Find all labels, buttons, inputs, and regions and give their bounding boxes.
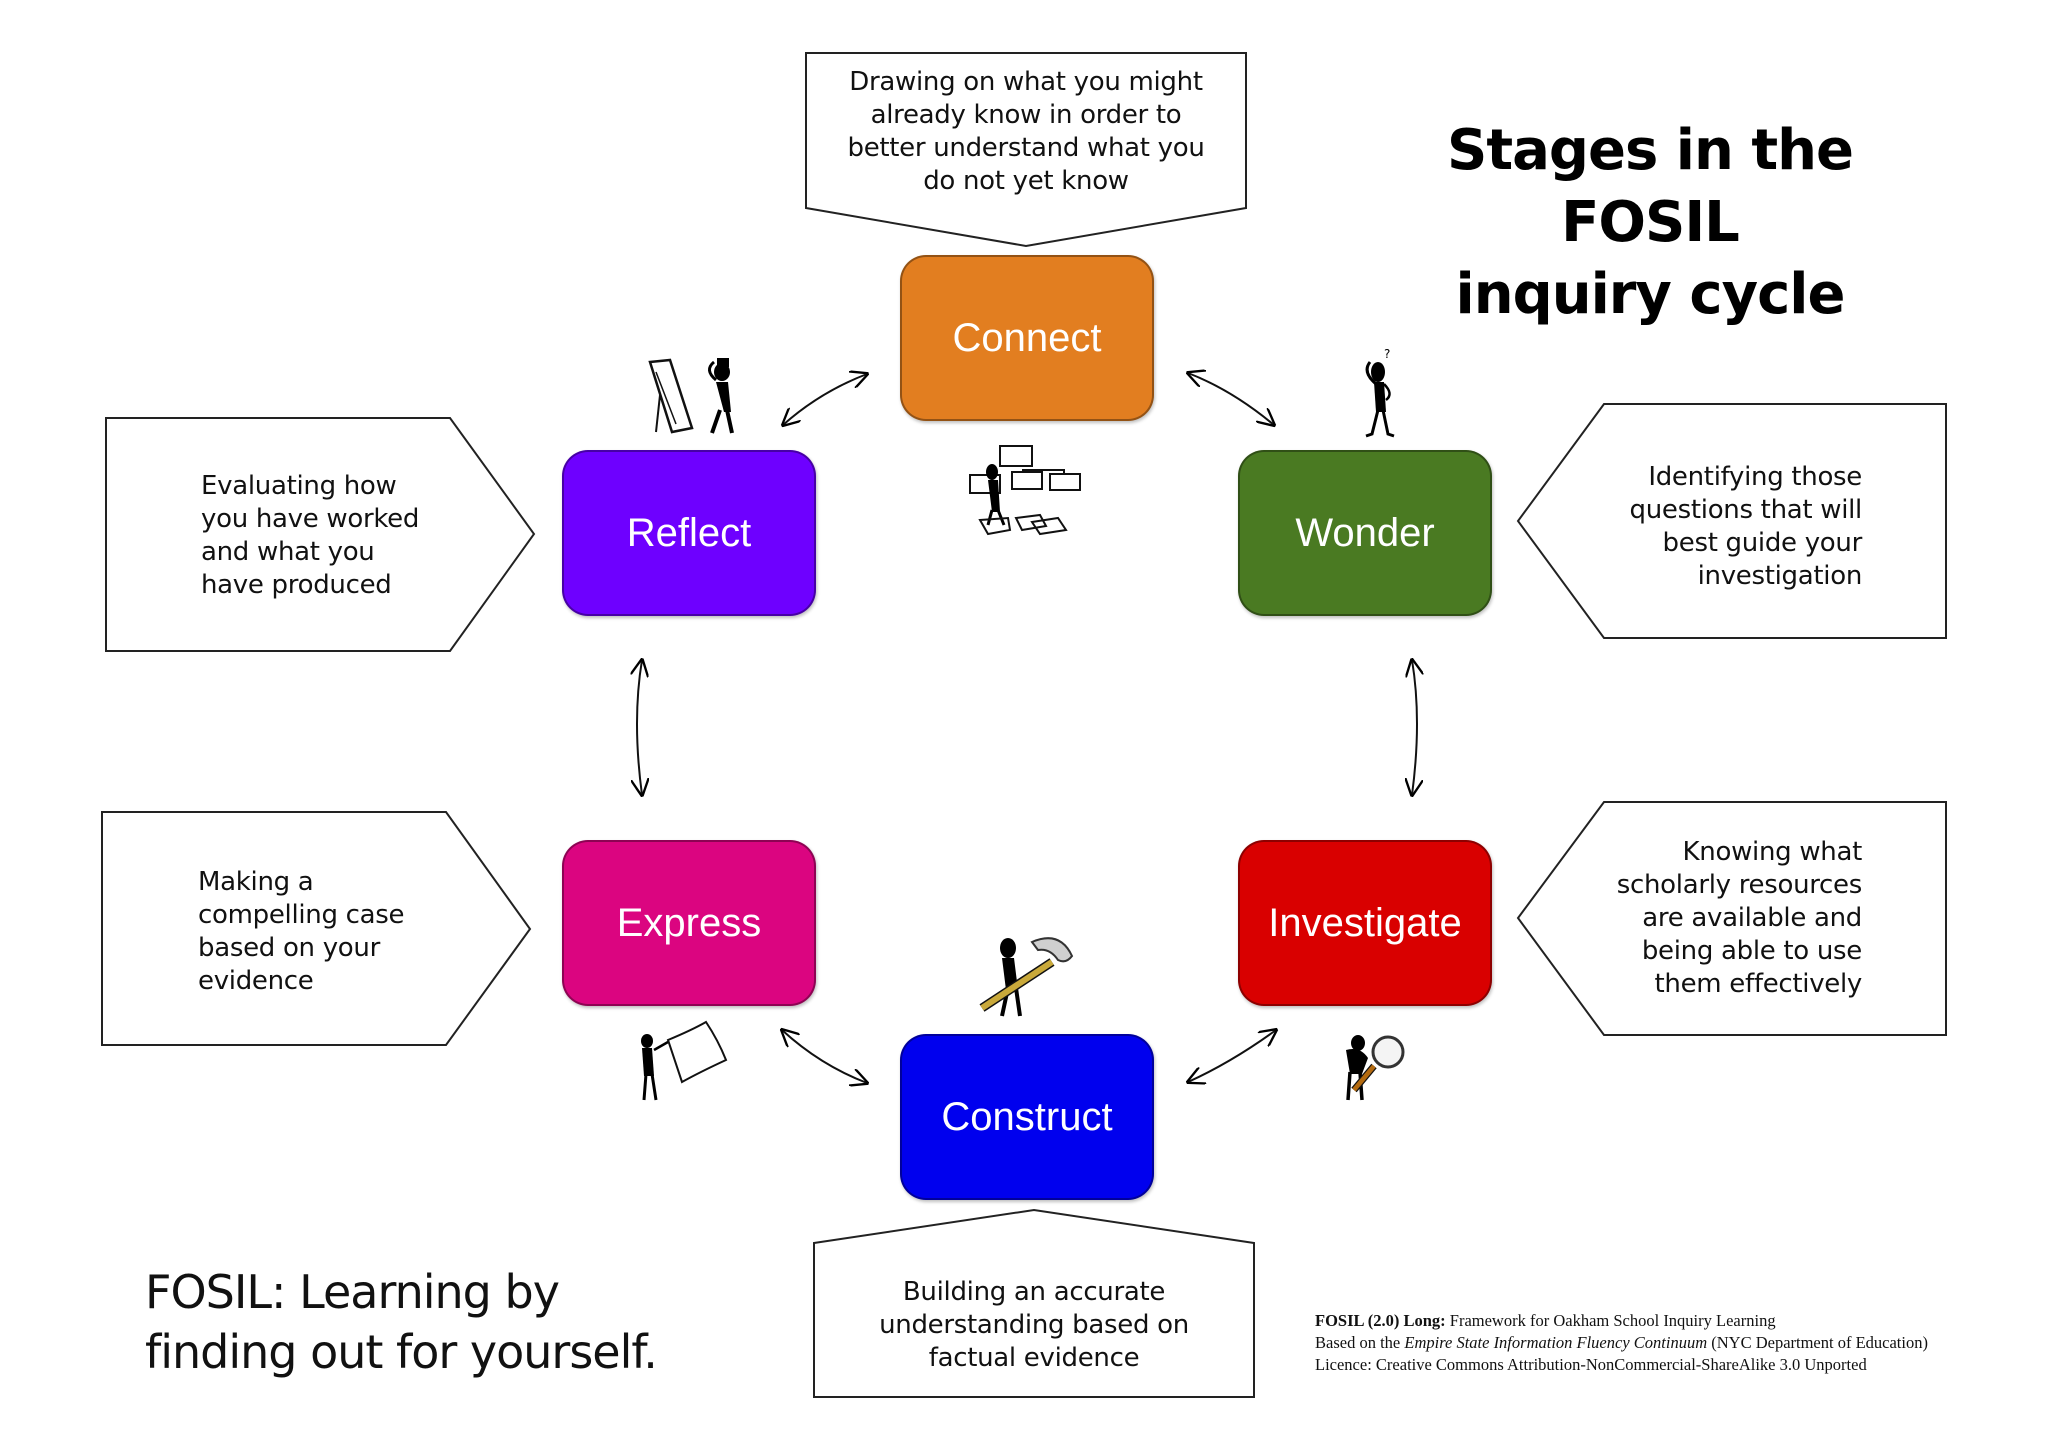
- desc-line: Building an accurate: [902, 1277, 1166, 1307]
- stage-express-label: Express: [616, 900, 762, 945]
- arrow-express-reflect: [637, 660, 642, 795]
- person-presenting-board-icon: [641, 1020, 728, 1101]
- desc-line: evidence: [198, 966, 314, 996]
- desc-line: Identifying those: [1648, 462, 1862, 492]
- construct-callout-shape: [813, 1208, 1255, 1398]
- reflect-description: Evaluating how you have worked and what …: [201, 470, 419, 602]
- express-description: Making a compelling case based on your e…: [198, 866, 405, 998]
- stage-reflect-label: Reflect: [626, 510, 752, 555]
- connect-description: Drawing on what you might already know i…: [806, 66, 1246, 198]
- credits-line-3: Licence: Creative Commons Attribution-No…: [1315, 1355, 1867, 1374]
- stage-connect-label: Connect: [952, 315, 1102, 360]
- stage-investigate-label: Investigate: [1268, 900, 1462, 945]
- wonder-description: Identifying those questions that will be…: [1580, 461, 1863, 593]
- arrow-construct-express: [782, 1030, 867, 1083]
- page-title: Stages in the FOSIL inquiry cycle: [1360, 115, 1940, 331]
- desc-line: compelling case: [198, 900, 405, 930]
- desc-line: Knowing what: [1682, 837, 1863, 867]
- person-with-diagram-icon: [969, 445, 1081, 536]
- title-line-1: Stages in the FOSIL: [1447, 118, 1854, 255]
- person-scratching-head-question-icon: ?: [1365, 347, 1395, 438]
- credits-framework-name: FOSIL (2.0) Long:: [1315, 1311, 1446, 1330]
- stage-wonder: Wonder: [1238, 450, 1492, 616]
- desc-line: do not yet know: [923, 166, 1129, 196]
- desc-line: Evaluating how: [201, 471, 397, 501]
- investigate-callout-shape: [1516, 801, 1947, 1036]
- tagline-line-2: finding out for yourself.: [145, 1325, 658, 1379]
- person-at-mirror-icon: [648, 358, 734, 434]
- desc-line: understanding based on: [879, 1310, 1189, 1340]
- wonder-callout-shape: [1516, 403, 1947, 639]
- connect-callout-shape: [805, 52, 1247, 248]
- credits-framework-desc: Framework for Oakham School Inquiry Lear…: [1445, 1311, 1776, 1330]
- credits-source-org: (NYC Department of Education): [1707, 1333, 1928, 1352]
- stage-express: Express: [562, 840, 816, 1006]
- desc-line: them effectively: [1654, 969, 1863, 999]
- credits-source-title: Empire State Information Fluency Continu…: [1404, 1333, 1708, 1352]
- person-with-magnifying-glass-icon: [1346, 1035, 1405, 1101]
- arrow-connect-wonder: [1188, 373, 1274, 425]
- desc-line: investigation: [1697, 561, 1863, 591]
- stage-reflect: Reflect: [562, 450, 816, 616]
- arrow-wonder-investigate: [1412, 660, 1417, 795]
- desc-line: questions that will: [1629, 495, 1863, 525]
- desc-line: have produced: [201, 570, 392, 600]
- desc-line: are available and: [1642, 903, 1862, 933]
- investigate-description: Knowing what scholarly resources are ava…: [1560, 836, 1863, 1001]
- title-line-2: inquiry cycle: [1455, 262, 1846, 327]
- arrow-reflect-connect: [783, 374, 867, 425]
- desc-line: better understand what you: [847, 133, 1205, 163]
- desc-line: being able to use: [1641, 936, 1862, 966]
- person-carrying-hammer-icon: [979, 937, 1074, 1017]
- stage-wonder-label: Wonder: [1295, 510, 1435, 555]
- svg-text:?: ?: [1384, 347, 1390, 361]
- reflect-callout-shape: [105, 417, 536, 652]
- credits-based-on: Based on the: [1315, 1333, 1405, 1352]
- express-callout-shape: [101, 811, 532, 1046]
- desc-line: Making a: [198, 867, 314, 897]
- arrow-investigate-construct: [1188, 1030, 1276, 1082]
- desc-line: already know in order to: [870, 100, 1182, 130]
- credits-line-1: FOSIL (2.0) Long: Framework for Oakham S…: [1315, 1310, 1928, 1332]
- stage-construct-label: Construct: [941, 1094, 1113, 1139]
- stage-investigate: Investigate: [1238, 840, 1492, 1006]
- desc-line: factual evidence: [928, 1343, 1140, 1373]
- desc-line: scholarly resources: [1616, 870, 1863, 900]
- tagline-line-1: FOSIL: Learning by: [145, 1265, 560, 1319]
- desc-line: you have worked: [201, 504, 420, 534]
- stage-construct: Construct: [900, 1034, 1154, 1200]
- construct-description: Building an accurate understanding based…: [814, 1276, 1254, 1375]
- credits: FOSIL (2.0) Long: Framework for Oakham S…: [1315, 1310, 1928, 1376]
- desc-line: Drawing on what you might: [849, 67, 1203, 97]
- stage-connect: Connect: [900, 255, 1154, 421]
- credits-line-2: Based on the Empire State Information Fl…: [1315, 1332, 1928, 1354]
- tagline: FOSIL: Learning by finding out for yours…: [145, 1262, 658, 1382]
- desc-line: best guide your: [1662, 528, 1863, 558]
- desc-line: based on your: [198, 933, 380, 963]
- desc-line: and what you: [201, 537, 375, 567]
